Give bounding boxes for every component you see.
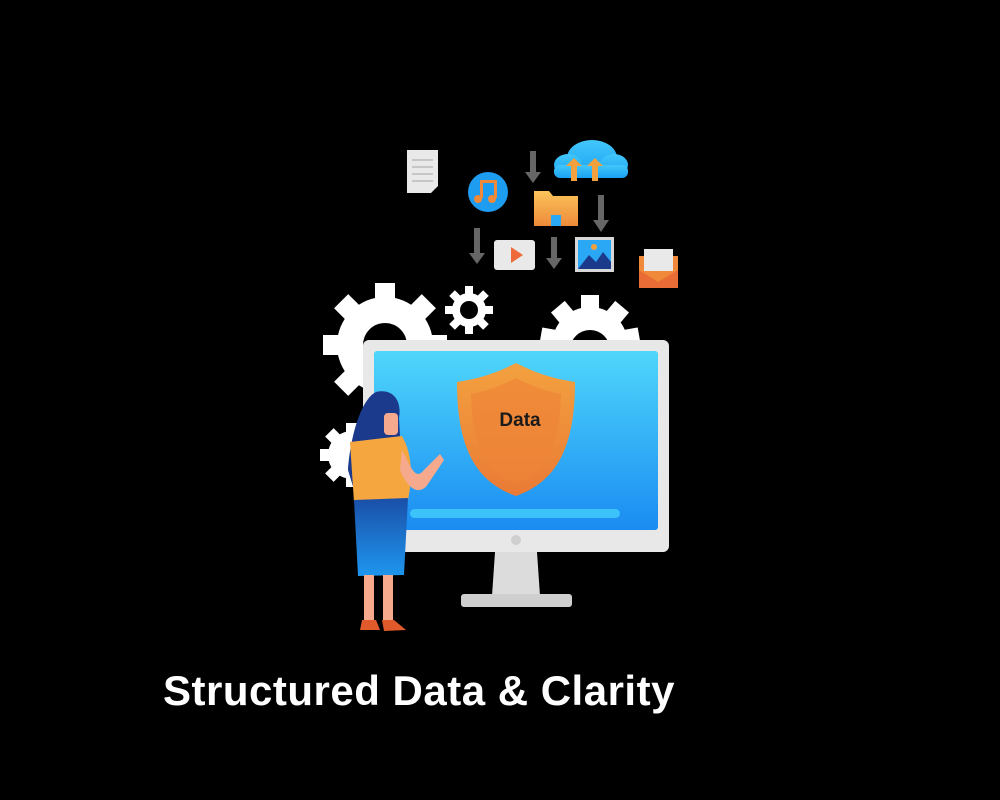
cloud-upload-icon — [554, 140, 628, 181]
image-icon — [575, 237, 614, 272]
music-icon — [468, 172, 508, 212]
gear-icon — [445, 286, 493, 334]
arrow-down-icon — [469, 151, 609, 269]
folder-icon — [534, 191, 578, 226]
shield-icon — [457, 363, 575, 496]
video-play-icon — [494, 240, 535, 270]
caption-title: Structured Data & Clarity — [163, 667, 675, 714]
person-figure — [348, 391, 444, 631]
mail-icon — [639, 249, 678, 288]
document-icon — [407, 150, 438, 193]
shield-label: Data — [499, 410, 541, 431]
